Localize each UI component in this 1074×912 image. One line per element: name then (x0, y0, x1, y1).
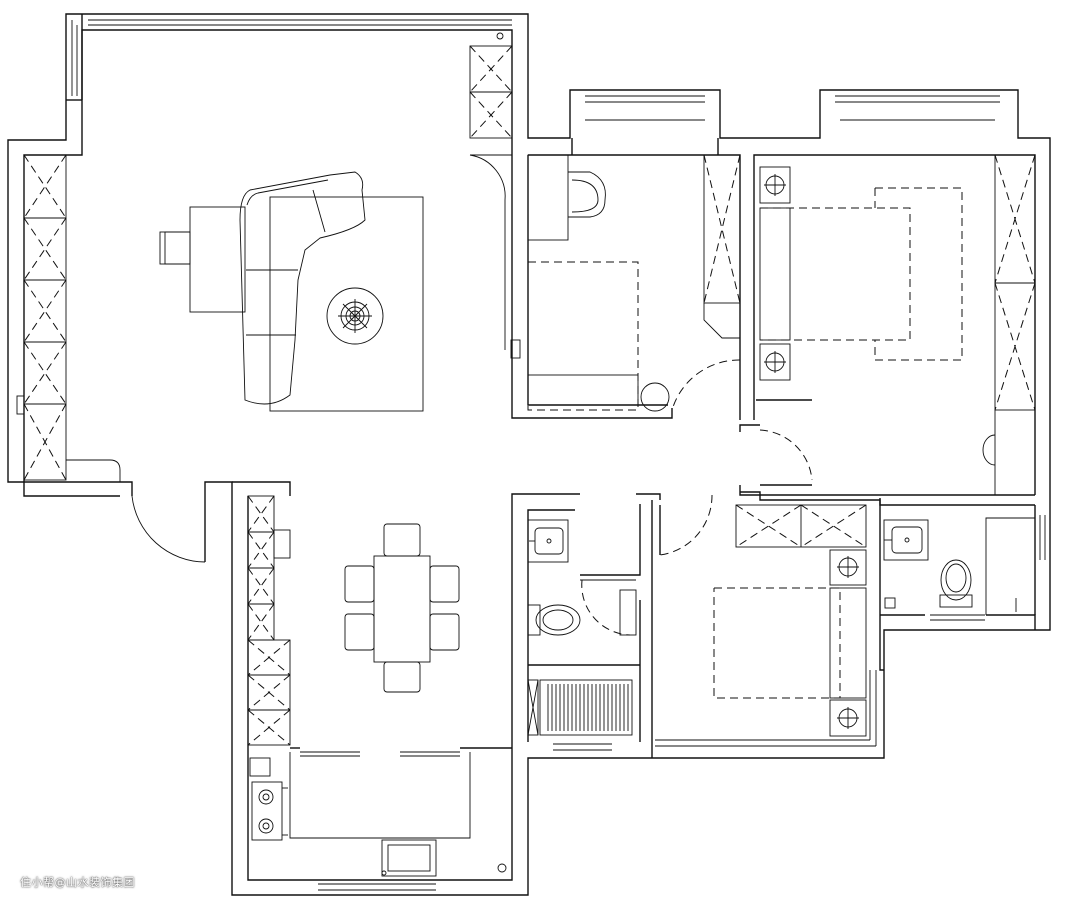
kitchen-fixtures (249, 757, 507, 877)
bathroom-main-fixtures (527, 519, 633, 736)
watermark-text: 住小帮@山水装饰集团 (20, 876, 135, 889)
second-bedroom-furniture (713, 549, 867, 737)
interior-walls (120, 138, 1036, 839)
shower-tray-slats (547, 684, 629, 731)
windows (71, 19, 1046, 891)
bedroom-left-furniture (510, 154, 670, 412)
dining-table-set (344, 523, 460, 693)
exterior-walls (7, 13, 1051, 896)
living-room-furniture (16, 171, 424, 415)
cabinets (23, 32, 1036, 746)
bathroom-ensuite-fixtures (883, 517, 1035, 615)
doors (131, 154, 813, 636)
master-bedroom-furniture (759, 166, 963, 381)
